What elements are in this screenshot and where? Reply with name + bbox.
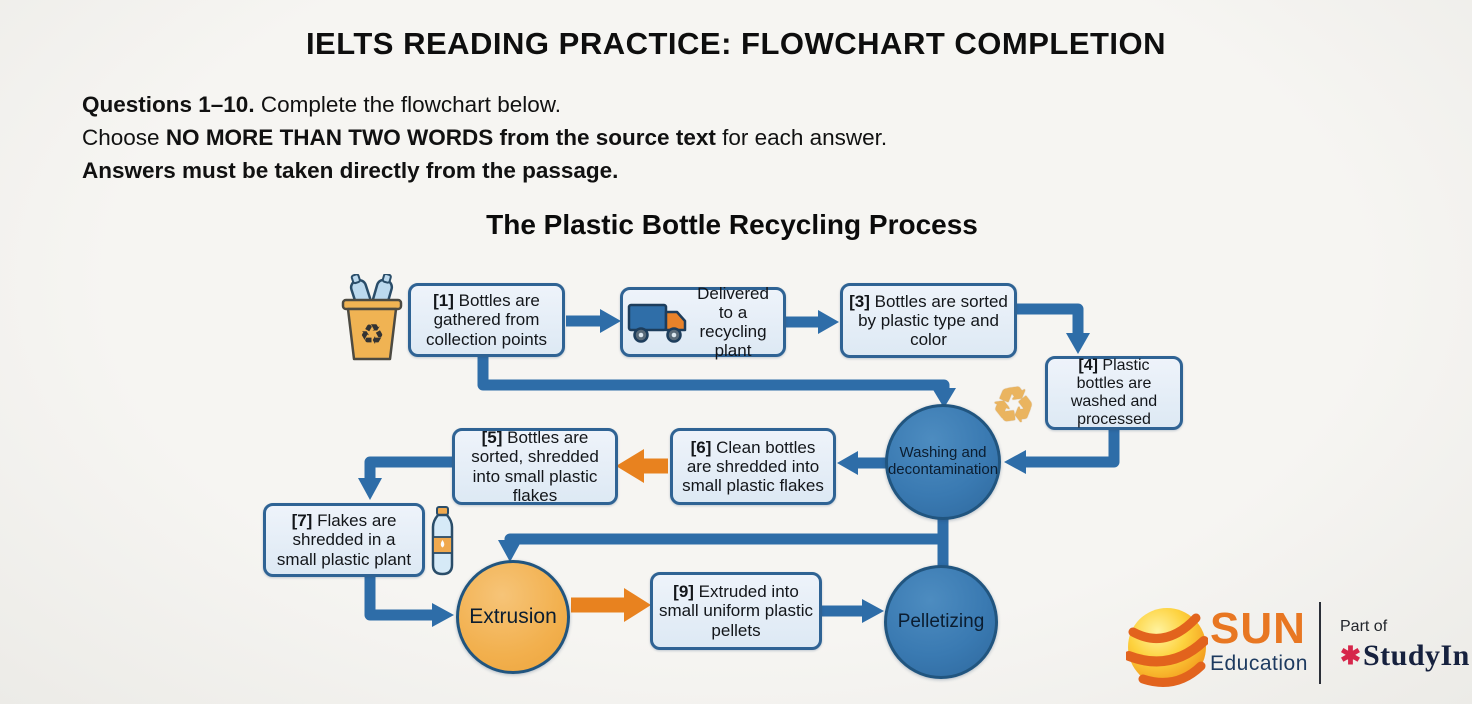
recycle-arrows-icon: ♻ bbox=[988, 377, 1039, 436]
sun-education-wordmark: SUN Education bbox=[1210, 604, 1308, 676]
partner-prefix: Part of bbox=[1340, 618, 1388, 635]
pelletizing-label: Pelletizing bbox=[897, 611, 985, 633]
step-box-3: [3] Bottles are sorted by plastic type a… bbox=[840, 283, 1017, 358]
brand-name: SUN bbox=[1210, 604, 1306, 653]
step-label: [4] Plastic bottles are washed and proce… bbox=[1070, 356, 1158, 429]
step-box-7: [7] Flakes are shredded in a small plast… bbox=[263, 503, 425, 577]
logo-divider bbox=[1319, 602, 1321, 684]
page-title: IELTS READING PRACTICE: FLOWCHART COMPLE… bbox=[305, 26, 1167, 61]
instruction-line-3: Answers must be taken directly from the … bbox=[82, 158, 619, 183]
step-box-5: [5] Bottles are sorted, shredded into sm… bbox=[452, 428, 618, 505]
step-label: Delivered to a recycling plant bbox=[697, 283, 769, 361]
svg-text:♻: ♻ bbox=[359, 319, 384, 350]
pelletizing-circle: Pelletizing bbox=[884, 565, 998, 679]
word-limit: NO MORE THAN TWO WORDS from the source t… bbox=[165, 125, 716, 150]
step-label: [7] Flakes are shredded in a small plast… bbox=[276, 511, 412, 569]
extrusion-label: Extrusion bbox=[469, 605, 557, 629]
partner-block: Part of ✱ StudyIn bbox=[1340, 618, 1470, 673]
step-label: [5] Bottles are sorted, shredded into sm… bbox=[471, 428, 599, 505]
sun-logo-icon bbox=[1124, 604, 1209, 695]
step-box-9: [9] Extruded into small uniform plastic … bbox=[650, 572, 822, 650]
partner-name: StudyIn bbox=[1362, 639, 1470, 672]
instructions: Questions 1–10. Complete the flowchart b… bbox=[82, 88, 887, 187]
step-label: [6] Clean bottles are shredded into smal… bbox=[682, 437, 824, 496]
truck-icon bbox=[627, 299, 689, 345]
extrusion-circle: Extrusion bbox=[456, 560, 570, 674]
step-label: [3] Bottles are sorted by plastic type a… bbox=[849, 291, 1008, 350]
studyin-logo: ✱ StudyIn bbox=[1340, 639, 1470, 673]
water-bottle-icon bbox=[429, 506, 457, 583]
step-label: [9] Extruded into small uniform plastic … bbox=[659, 582, 813, 640]
step-box-4: [4] Plastic bottles are washed and proce… bbox=[1045, 356, 1183, 430]
flowchart-title: The Plastic Bottle Recycling Process bbox=[486, 209, 978, 240]
step-box-2: Delivered to a recycling plant bbox=[620, 284, 786, 360]
step-label: [1] Bottles are gathered from collection… bbox=[426, 291, 547, 349]
instruction-line-1: Questions 1–10. Complete the flowchart b… bbox=[82, 92, 561, 117]
step-box-6: [6] Clean bottles are shredded into smal… bbox=[670, 428, 836, 505]
brand-subtitle: Education bbox=[1210, 652, 1308, 675]
questions-range: Questions 1–10. bbox=[82, 92, 255, 117]
step-box-1: [1] Bottles are gathered from collection… bbox=[408, 283, 565, 357]
washing-label: Washing and decontamination bbox=[887, 444, 999, 478]
instruction-line-2: Choose NO MORE THAN TWO WORDS from the s… bbox=[82, 125, 888, 150]
recycling-bin-icon: ♻ bbox=[340, 272, 404, 367]
studyin-mark-icon: ✱ bbox=[1340, 642, 1361, 670]
washing-circle: Washing and decontamination bbox=[885, 404, 1001, 520]
